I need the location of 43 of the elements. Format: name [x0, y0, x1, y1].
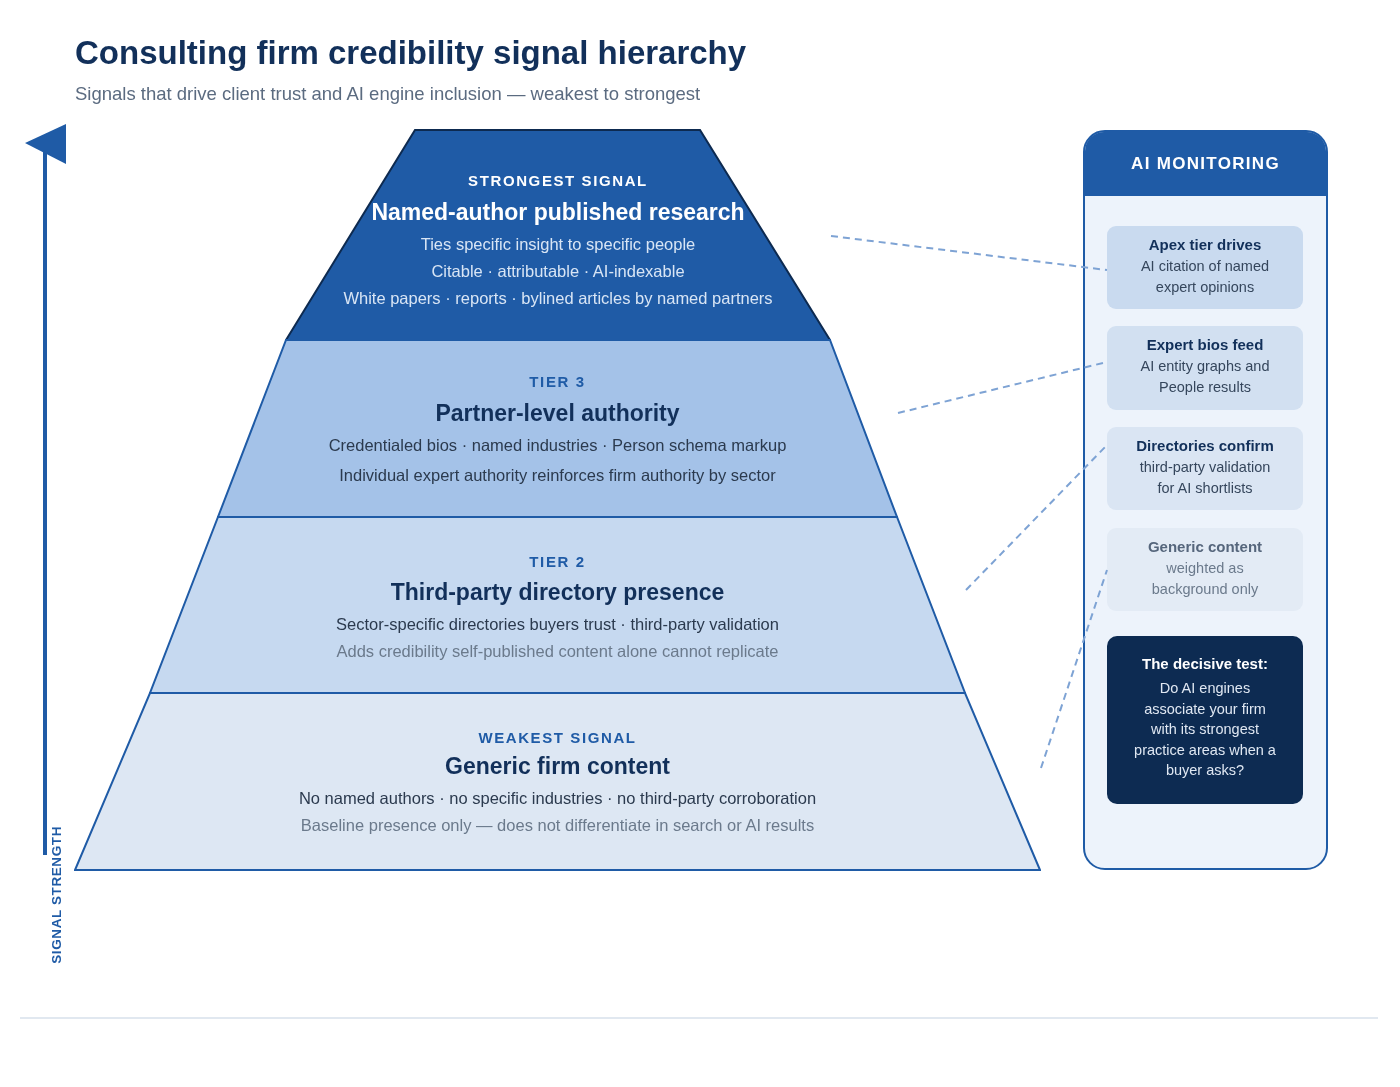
card-heading: Expert bios feed [1146, 335, 1264, 355]
dashed-connector [830, 235, 1108, 271]
card-heading: Directories confirm [1136, 436, 1274, 456]
tier-description: Baseline presence only — does not differentiate in search or AI results [300, 815, 815, 835]
tier-label: STRONGEST SIGNAL [468, 172, 648, 190]
card-heading: Apex tier drives [1148, 235, 1262, 255]
tier-description: No named authors · no specific industries · no third-party corroboration [298, 788, 817, 808]
tier-description: Sector-specific directories buyers trust · third-party validation [336, 614, 779, 634]
tier-title: Partner-level authority [435, 399, 680, 427]
card-heading: Generic content [1147, 537, 1263, 557]
callout-card [1107, 636, 1303, 804]
card-text: AI citation of named expert opinions [1139, 257, 1271, 297]
card-text: weighted as background only [1150, 559, 1260, 599]
subtitle: Signals that drive client trust and AI engine inclusion — weakest to strongest [75, 83, 701, 106]
axis-label: SIGNAL STRENGTH [49, 826, 65, 964]
dashed-connector [1040, 569, 1108, 769]
pyramid-tier [74, 692, 1041, 871]
tier-title: Named-author published research [371, 198, 745, 226]
tier-label: WEAKEST SIGNAL [478, 729, 637, 747]
tier-description: Adds credibility self-published content alone cannot replicate [336, 641, 779, 661]
card-text: third-party validation for AI shortlists [1138, 458, 1272, 498]
card-text: Do AI engines associate your firm with its strongest practice areas when a buyer asks? [1133, 679, 1277, 780]
tier-description: Credentialed bios · named industries · Person schema markup [328, 435, 787, 455]
monitoring-panel [1083, 130, 1328, 870]
tier-label: TIER 3 [529, 373, 586, 391]
tier-description: White papers · reports · bylined articles by named partners [343, 288, 773, 308]
tier-label: TIER 2 [529, 553, 586, 571]
tier-description: Ties specific insight to specific people [420, 234, 696, 254]
tier-title: Third-party directory presence [390, 578, 725, 606]
tier-title: Generic firm content [445, 752, 670, 780]
tier-description: Individual expert authority reinforces firm authority by sector [339, 465, 776, 485]
panel-title: AI MONITORING [1131, 153, 1280, 175]
pyramid-tier [149, 516, 966, 694]
diagram-title: Consulting firm credibility signal hierarchy [75, 33, 747, 73]
tier-description: Citable · attributable · AI-indexable [431, 261, 685, 281]
info-card [1107, 528, 1303, 611]
info-card [1107, 226, 1303, 309]
dashed-connector [965, 444, 1108, 591]
pyramid-tier [285, 129, 831, 341]
card-text: AI entity graphs and People results [1139, 357, 1271, 397]
pyramid-tier [217, 339, 898, 518]
info-card [1107, 326, 1303, 410]
card-heading: The decisive test: [1142, 654, 1268, 674]
